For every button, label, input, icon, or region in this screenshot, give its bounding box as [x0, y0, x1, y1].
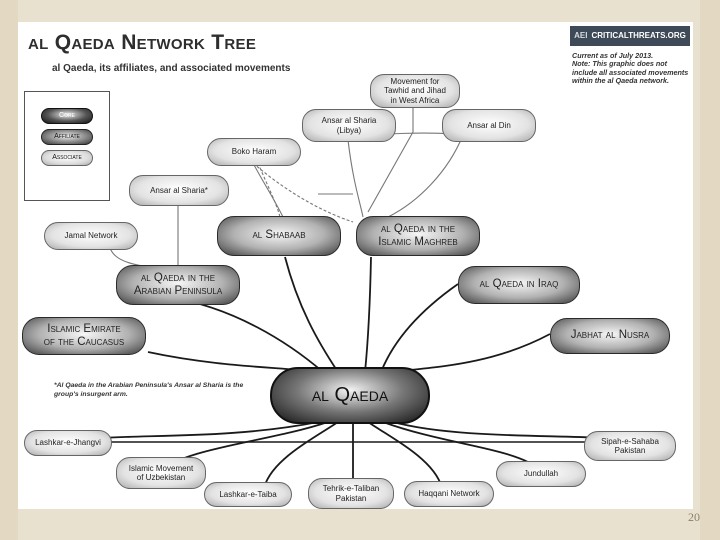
label-line: Islamic Movement: [128, 463, 194, 473]
node-associate-boko-haram: Boko Haram: [207, 138, 301, 166]
diagram-title: al Qaeda Network Tree: [28, 31, 257, 54]
node-associate-jamal-network: Jamal Network: [44, 222, 138, 250]
legend-associate: Associate: [41, 150, 93, 166]
diagram-subtitle: al Qaeda, its affiliates, and associated…: [52, 63, 291, 74]
frame-stripe-left: [0, 0, 18, 540]
label-line: al Qaeda in the: [140, 271, 216, 284]
note-line: within the al Qaeda network.: [572, 76, 670, 86]
label-line: Ansar al Sharia: [321, 116, 377, 126]
node-associate-ansar-al-sharia-yemen: Ansar al Sharia*: [129, 175, 229, 206]
footnote: *Al Qaeda in the Arabian Peninsula's Ans…: [54, 382, 244, 398]
label-line: of Uzbekistan: [136, 473, 186, 482]
node-associate-ansar-al-sharia-libya: Ansar al Sharia(Libya): [302, 109, 396, 142]
label-line: Pakistan: [335, 493, 367, 503]
label-line: Movement for: [390, 77, 440, 87]
label-line: Pakistan: [614, 446, 646, 455]
note-line: Current as of July 2013.: [572, 51, 654, 60]
frame-stripe-right: [700, 0, 720, 540]
node-core-al-qaeda: al Qaeda: [270, 367, 430, 424]
note-line: include all associated movements: [572, 67, 689, 77]
label-line: of the Caucasus: [43, 336, 125, 348]
node-associate-haqqani-network: Haqqani Network: [404, 481, 494, 507]
node-affiliate-nusra: Jabhat al Nusra: [550, 318, 670, 354]
label-line: (Libya): [336, 125, 362, 135]
node-associate-ansar-al-din: Ansar al Din: [442, 109, 536, 142]
label-line: al Qaeda in the: [380, 222, 456, 235]
logo-text: CRITICALTHREATS.ORG: [591, 31, 686, 40]
node-associate-lashkar-e-jhangvi: Lashkar-e-Jhangvi: [24, 430, 112, 456]
node-associate-lashkar-e-taiba: Lashkar-e-Taiba: [204, 482, 292, 507]
legend-affiliate: Affiliate: [41, 129, 93, 145]
label-line: Arabian Peninsula: [133, 285, 223, 297]
page-number: 20: [688, 510, 700, 524]
legend-core: Core: [41, 108, 93, 124]
note-line: Note: This graphic does not: [572, 59, 668, 69]
node-affiliate-aqi: al Qaeda in Iraq: [458, 266, 580, 304]
slide-image: al Qaeda Network Tree al Qaeda, its affi…: [18, 22, 693, 509]
node-associate-jundullah: Jundullah: [496, 461, 586, 487]
label-line: Tehrik-e-Taliban: [322, 484, 380, 494]
label-line: Islamic Emirate: [47, 322, 121, 335]
node-affiliate-shabaab: al Shabaab: [217, 216, 341, 256]
aei-mark: AEI: [574, 31, 588, 40]
label-line: Tawhid and Jihad: [384, 86, 446, 96]
label-line: in West Africa: [390, 95, 440, 105]
currency-note: Current as of July 2013. Note: This grap…: [572, 51, 692, 86]
label-line: Sipah-e-Sahaba: [601, 436, 659, 446]
legend-box: Core Affiliate Associate: [24, 91, 110, 201]
label-line: Islamic Maghreb: [378, 236, 458, 248]
